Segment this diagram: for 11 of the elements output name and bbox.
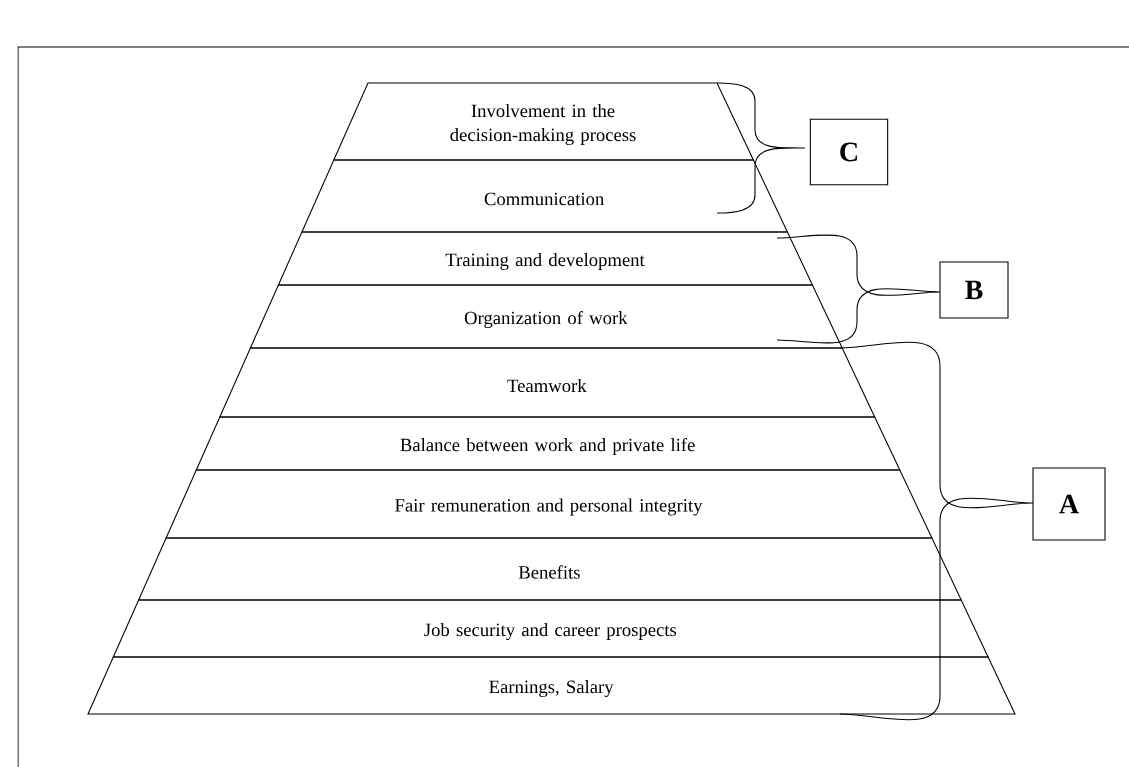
pyramid-layer: Earnings, Salary <box>87 656 1016 715</box>
pyramid-layer: Involvement in the decision-making process <box>333 82 755 161</box>
pyramid-layer: Training and development <box>277 231 814 286</box>
letter-box: A <box>1032 467 1106 541</box>
letter-box: C <box>809 118 889 186</box>
pyramid-layer: Communication <box>301 159 789 233</box>
pyramid-layer: Balance between work and private life <box>195 416 901 471</box>
letter-box: B <box>939 261 1009 319</box>
pyramid-layer: Fair remuneration and personal integrity <box>165 469 933 539</box>
pyramid-layer: Job security and career prospects <box>112 599 989 658</box>
pyramid-layer: Organization of work <box>249 284 844 349</box>
